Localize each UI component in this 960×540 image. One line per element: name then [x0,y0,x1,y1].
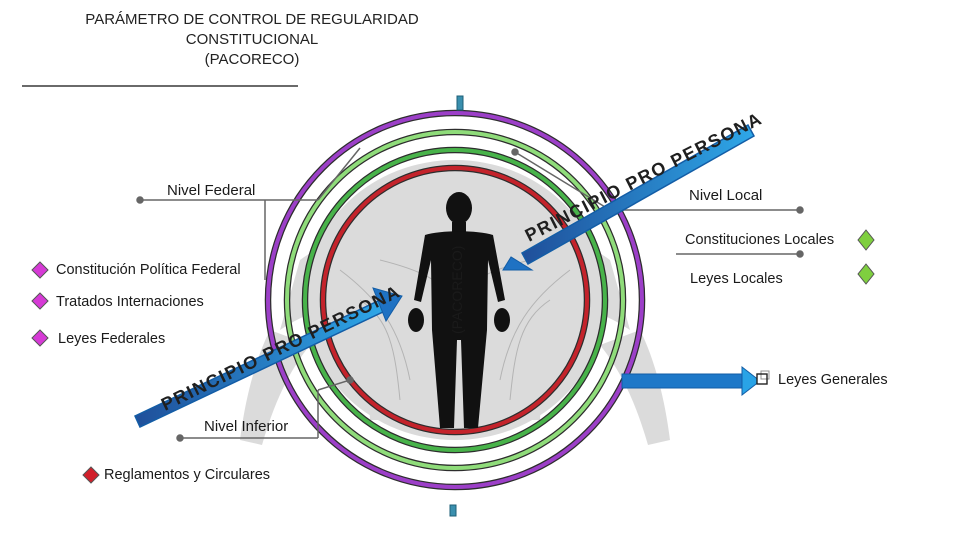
federal-item-tratados: Tratados Internaciones [56,294,204,310]
general-label: Leyes Generales [778,372,888,388]
inferior-item-reglamentos: Reglamentos y Circulares [104,467,271,483]
ring-middle-inner-green [303,148,607,452]
diamond-marker-icon-federal-2 [31,292,49,310]
federal-heading: Nivel Federal [167,182,256,199]
local-item-constituciones: Constituciones Locales [685,232,835,248]
arrow-icon-lower-left [134,287,403,429]
ring-middle-outer-green [285,130,625,470]
diamond-marker-icon-federal-3 [31,329,49,347]
diamond-marker-icon-local-1 [857,229,875,251]
principio-label-upper: PRINCIPIO PRO PERSONA [522,108,766,246]
human-body-icon [408,192,510,428]
center-vertical-label: (PACORECO) [449,245,465,334]
title-line-1: PARÁMETRO DE CONTROL DE REGULARIDAD [85,11,419,28]
arrow-icon-leyes-generales [621,365,761,397]
inferior-heading: Nivel Inferior [204,418,289,435]
federal-item-constitucion: Constitución Política Federal [56,262,241,278]
bottom-marker [449,504,457,517]
federal-item-leyes: Leyes Federales [58,331,166,347]
ring-inner-red [321,166,589,434]
connector-lines [136,147,804,442]
local-item-leyes: Leyes Locales [690,271,783,287]
title-line-3: (PACORECO) [204,51,300,68]
diamond-marker-icon-local-2 [857,263,875,285]
title-line-2: CONSTITUCIONAL [185,31,319,48]
diamond-marker-icon-inferior-1 [82,466,100,484]
arrow-icon-upper-right [502,123,756,271]
checkbox-icon [756,370,770,385]
ring-outer-purple [266,111,644,489]
page-title: PARÁMETRO DE CONTROL DE REGULARIDAD CONS… [82,10,422,70]
top-marker [456,95,464,111]
diamond-marker-icon-federal-1 [31,261,49,279]
local-heading: Nivel Local [689,187,763,204]
